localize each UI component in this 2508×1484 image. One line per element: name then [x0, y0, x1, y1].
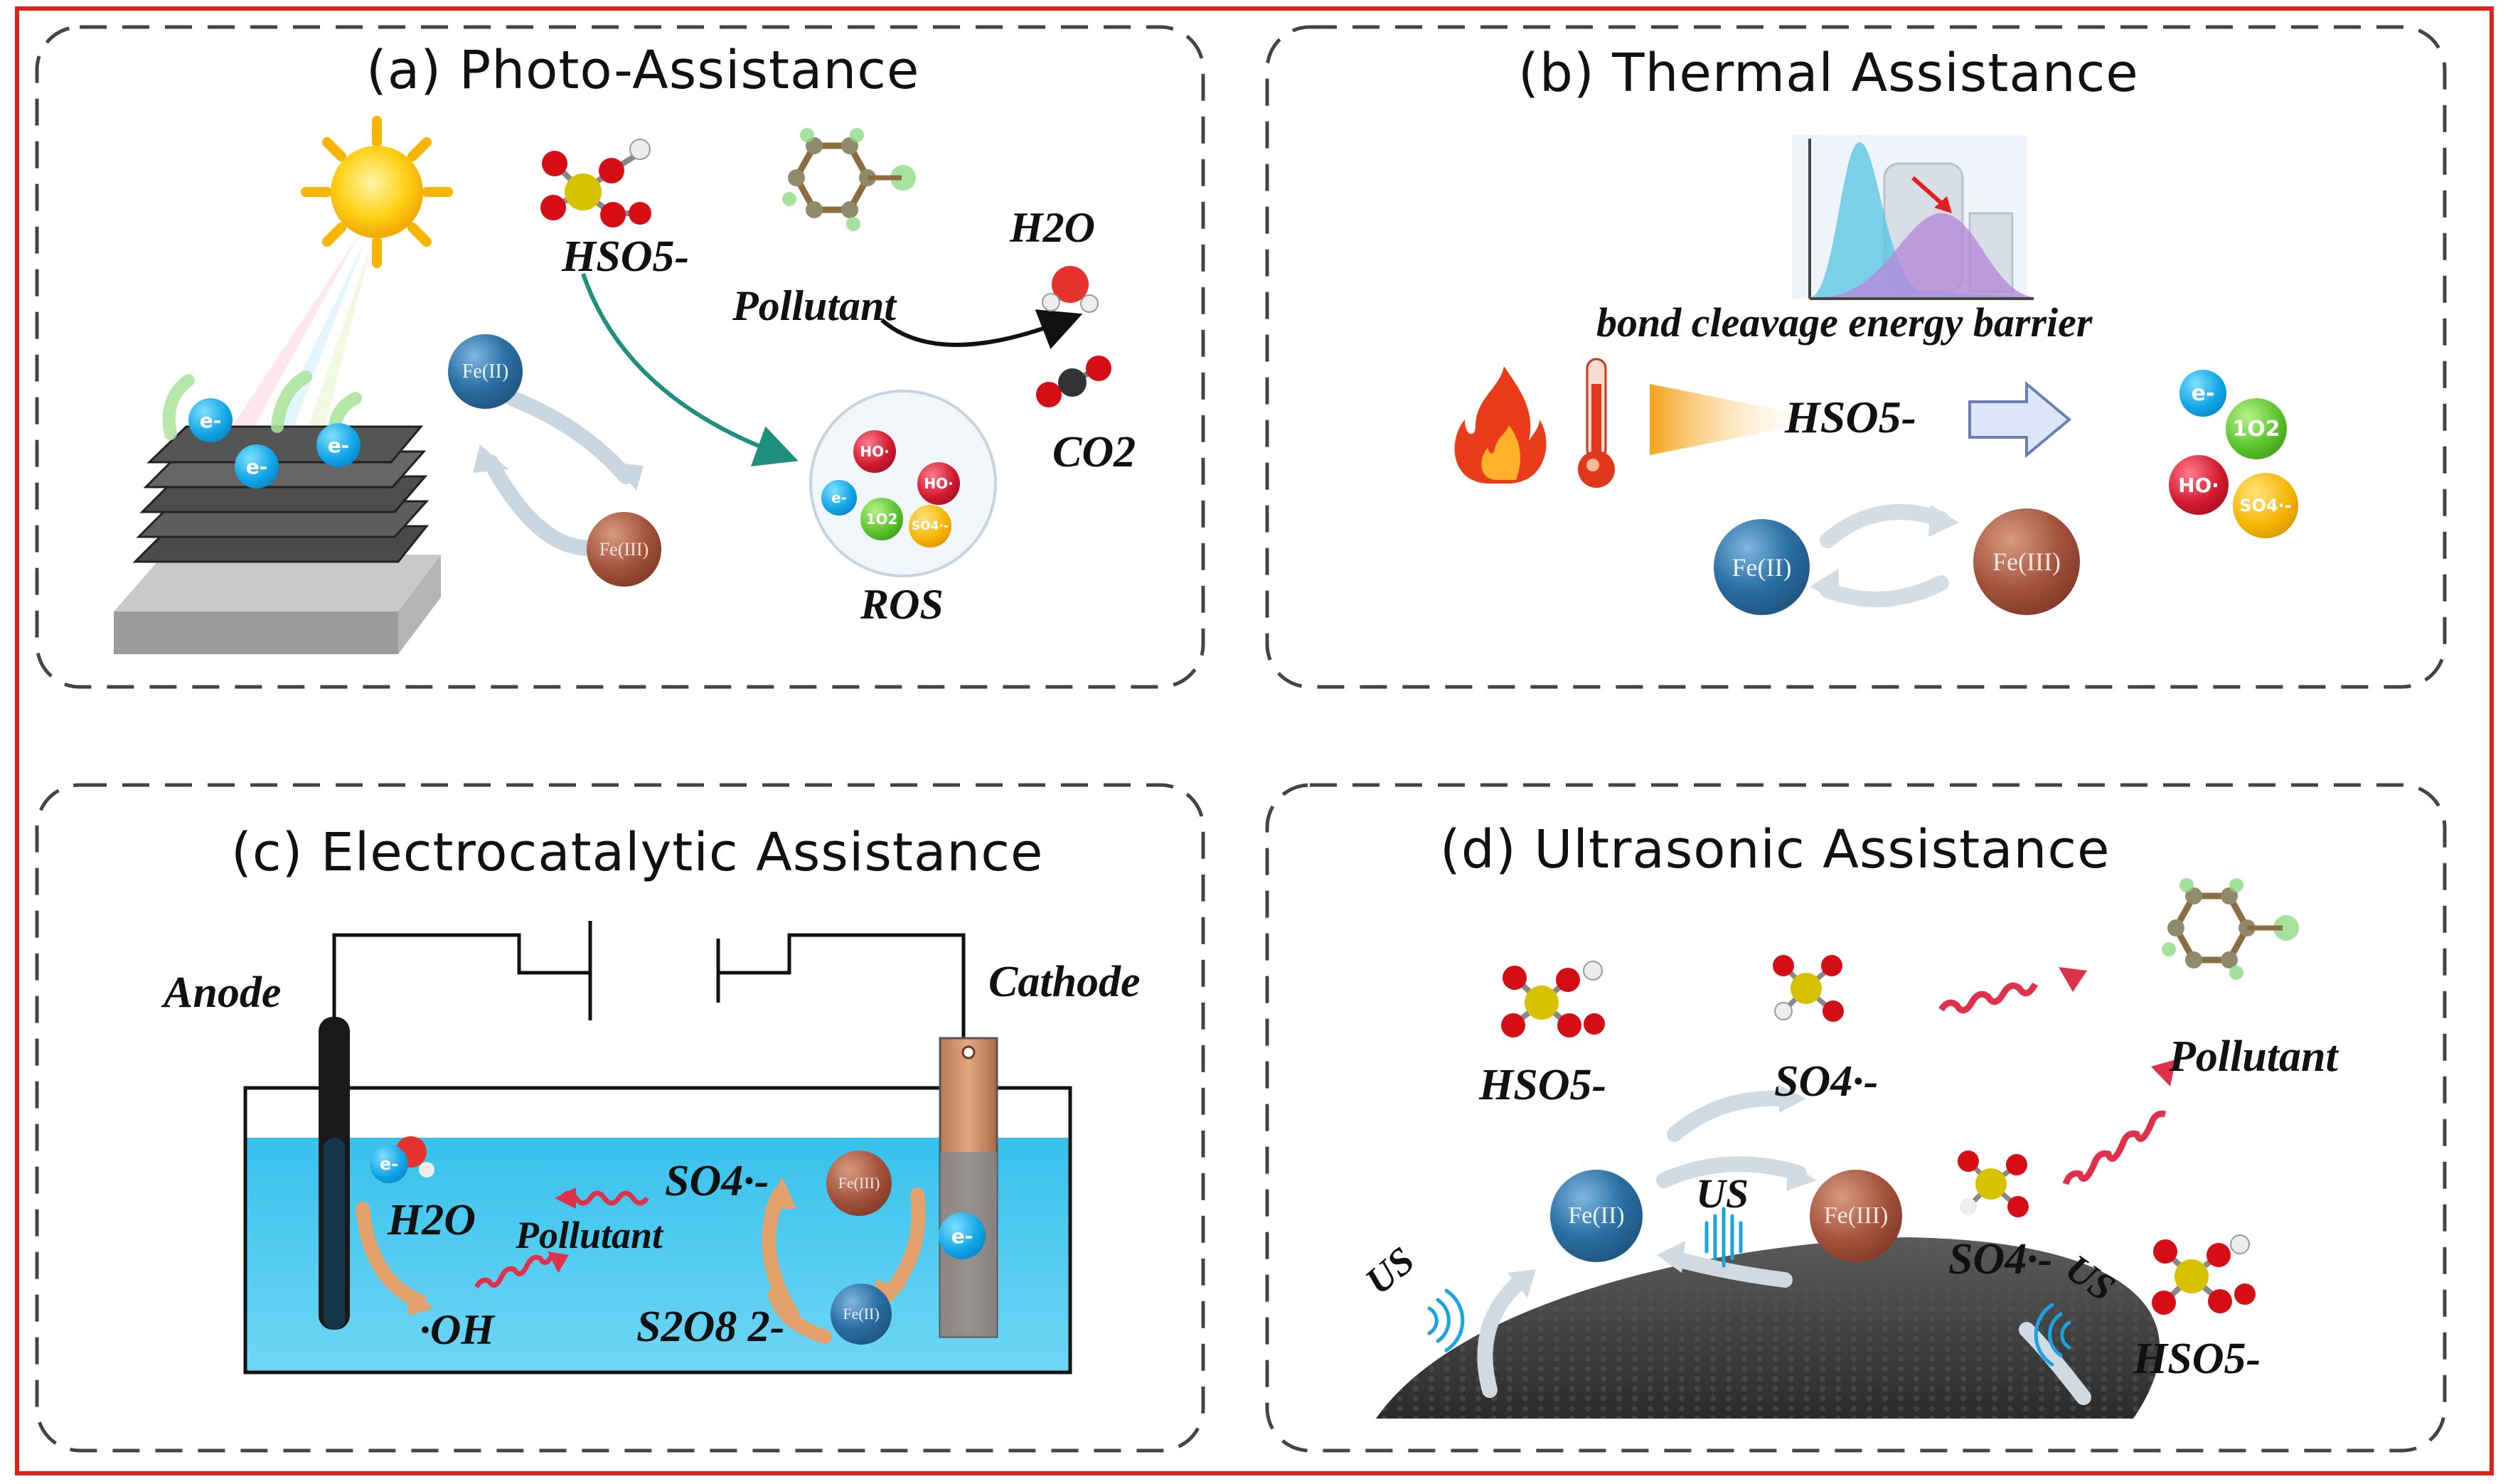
us-label-center: US	[1696, 1170, 1749, 1217]
wave-d2	[2062, 1110, 2167, 1185]
barrier-label: bond cleavage energy barrier	[1596, 299, 2093, 346]
ros-ho-b: HO·	[2169, 455, 2229, 515]
co2-label: CO2	[1052, 428, 1136, 476]
so4-label-d-top: SO4·-	[1774, 1057, 1879, 1106]
s2o8-label: S2O8 2-	[636, 1303, 785, 1351]
heat-beam	[1650, 384, 1792, 455]
ros-electron-b: e-	[2179, 370, 2226, 417]
ros-sulfate-radical-b: SO4·-	[2233, 473, 2298, 538]
so4-label-d-right: SO4·-	[1948, 1235, 2053, 1283]
electron-a1: e-	[188, 398, 233, 442]
thermometer-icon	[1578, 358, 1615, 488]
gray-arrows-d	[1477, 1090, 2091, 1405]
h2o-label-a: H2O	[1010, 204, 1095, 251]
ros-ho-2: HO·	[917, 462, 960, 505]
fe2-ball-c: Fe(II)	[831, 1283, 892, 1345]
fe3-ball-b: Fe(III)	[1973, 508, 2080, 615]
panel-a-title: (a) Photo-Assistance	[366, 40, 920, 101]
so4-molecule-d2	[1958, 1151, 2029, 1217]
water-molecule-icon	[1042, 266, 1099, 313]
panel-b-title: (b) Thermal Assistance	[1518, 43, 2139, 104]
pollutant-to-products-arrow	[880, 309, 1083, 350]
pollutant-label-c: Pollutant	[516, 1214, 663, 1256]
circuit-wires	[332, 921, 966, 1038]
hso5-label-a: HSO5-	[562, 233, 690, 281]
ros-sulfate-radical: SO4·-	[909, 505, 951, 548]
panel-d-border	[1265, 783, 2447, 1453]
hso5-to-ros-arrow	[581, 273, 799, 466]
fe-cycle-arrows-b	[1820, 504, 1949, 607]
hso5-label-d-right: HSO5-	[2133, 1335, 2261, 1383]
h2o-label-c: H2O	[388, 1196, 476, 1244]
panel-d-title: (d) Ultrasonic Assistance	[1440, 819, 2111, 880]
energy-distribution-icon	[1792, 135, 2034, 300]
panel-b-border	[1265, 25, 2447, 689]
ros-singlet-oxygen-b: 1O2	[2226, 398, 2287, 459]
hso5-label-b: HSO5-	[1785, 392, 1916, 442]
panel-a-border	[35, 25, 1205, 689]
outer-frame	[15, 6, 2494, 1475]
co2-molecule-icon	[1036, 356, 1111, 407]
fe2-ball-b: Fe(II)	[1714, 519, 1810, 615]
fe2-ball-a: Fe(II)	[448, 334, 523, 409]
pollutant-label-a: Pollutant	[732, 282, 897, 329]
flame-icon	[1454, 366, 1547, 484]
hollow-arrow	[1968, 380, 2072, 459]
fe2-ball-d: Fe(II)	[1550, 1170, 1643, 1262]
ros-ho-1: HO·	[853, 430, 896, 473]
beaker	[243, 1086, 1072, 1374]
molecule-icon	[540, 139, 651, 228]
fe3-ball-d: Fe(III)	[1810, 1170, 1902, 1262]
electron-c-cathode: e-	[939, 1212, 986, 1259]
anode-label: Anode	[164, 968, 282, 1017]
panel-c-title: (c) Electrocatalytic Assistance	[231, 822, 1044, 883]
wave-d1	[1938, 982, 2038, 1014]
fe3-ball-c: Fe(III)	[826, 1151, 892, 1216]
ros-electron: e-	[821, 480, 857, 516]
electron-a3: e-	[316, 423, 361, 467]
ultrasound-icon	[1427, 1207, 2071, 1367]
ros-singlet-oxygen: 1O2	[860, 498, 903, 540]
pollutant-molecule-icon-d	[2162, 878, 2299, 980]
electron-a2: e-	[235, 444, 279, 489]
hso5-label-d-left: HSO5-	[1479, 1061, 1607, 1109]
hso5-molecule-d2	[2152, 1234, 2256, 1315]
so4-molecule-d1	[1773, 955, 1844, 1022]
electron-c-anode: e-	[370, 1145, 408, 1183]
wave-c2	[474, 1251, 556, 1288]
pollutant-molecule-icon-a	[782, 128, 916, 231]
so4-label-c: SO4·-	[665, 1157, 769, 1205]
pollutant-label-d: Pollutant	[2169, 1032, 2338, 1081]
sun-icon	[301, 116, 453, 268]
hso5-molecule-d1	[1501, 961, 1605, 1037]
ros-label: ROS	[860, 581, 944, 628]
oh-label: ·OH	[420, 1306, 494, 1353]
cathode-label: Cathode	[988, 958, 1141, 1006]
fe3-ball-a: Fe(III)	[587, 512, 661, 587]
